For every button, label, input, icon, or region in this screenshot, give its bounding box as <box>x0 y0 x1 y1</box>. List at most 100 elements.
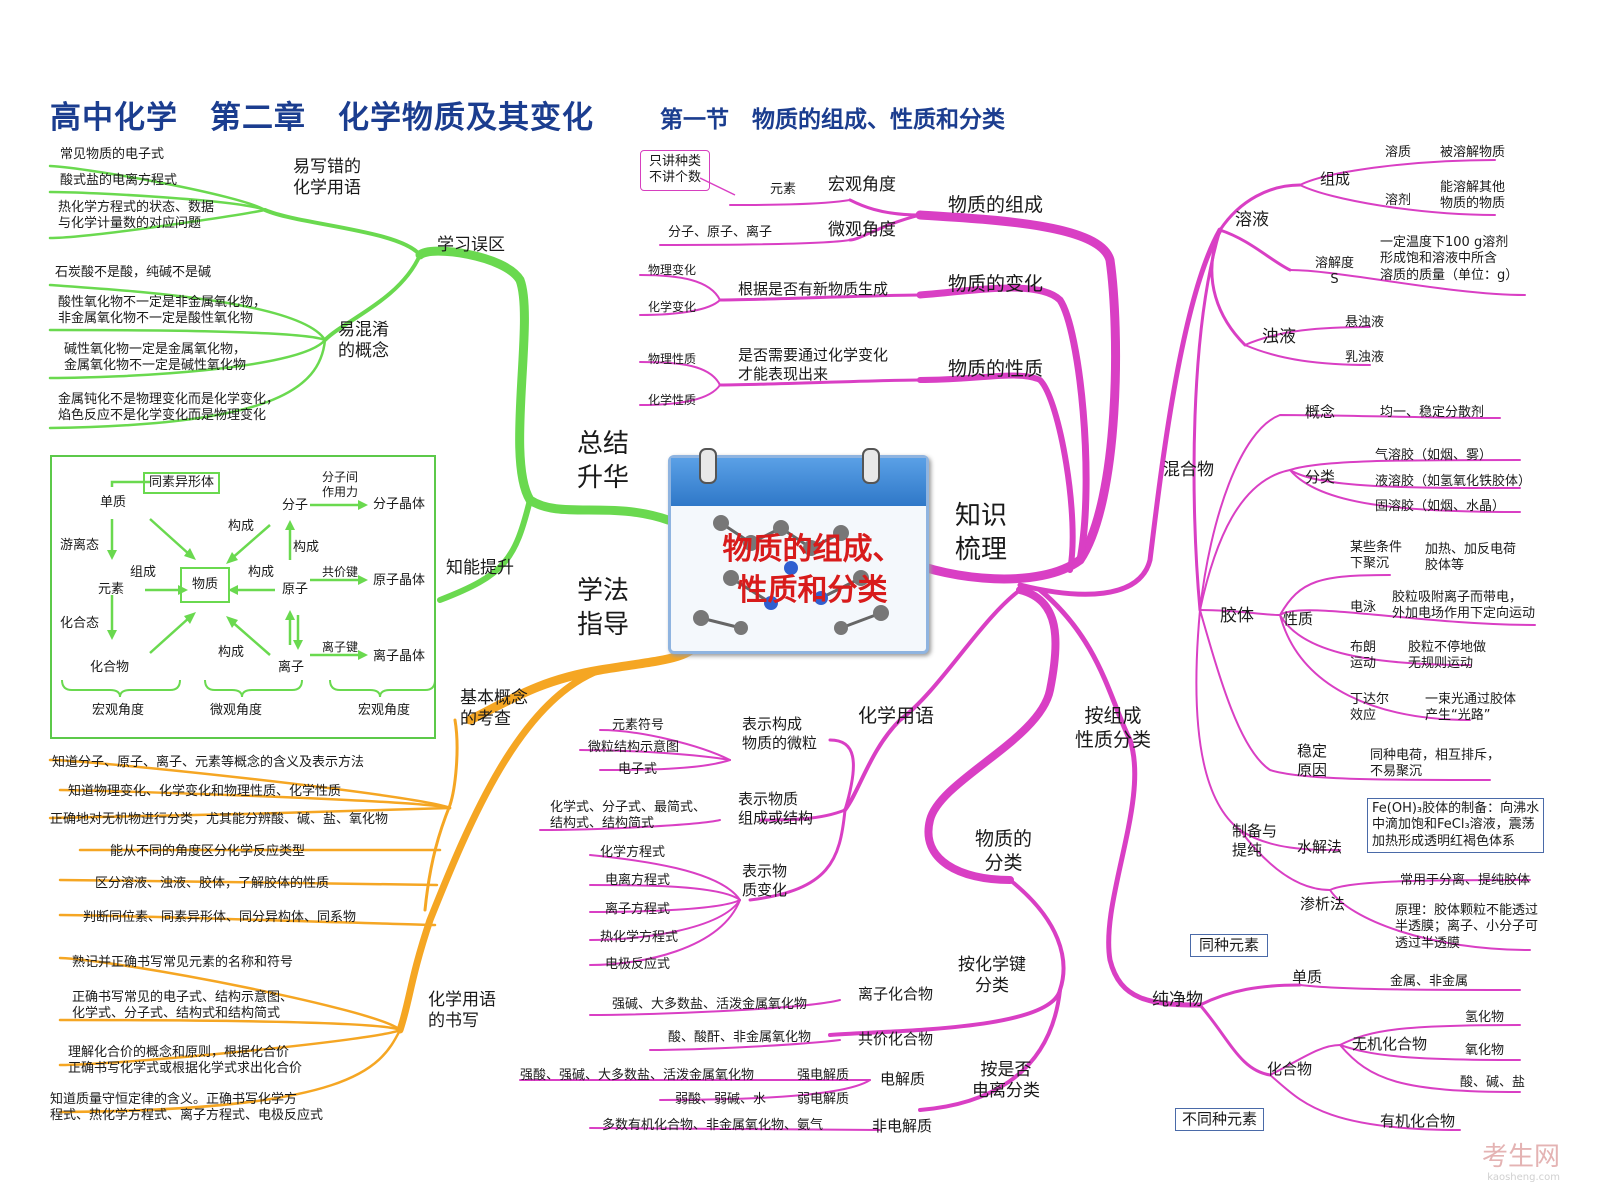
center-title-line2: 性质和分类 <box>737 572 888 608</box>
molecule-icon <box>693 515 889 635</box>
node-dianyong: 电泳 <box>1350 600 1377 615</box>
node-zhibei: 制备与 提纯 <box>1232 822 1278 859</box>
center-title: 物质的组成、 性质和分类 <box>690 530 935 611</box>
gongjiahuahewu-desc: 酸、酸酐、非金属氧化物 <box>668 1030 812 1045</box>
branch-zhishi: 知识 梳理 <box>955 501 1008 565</box>
node-yihunxiao: 易混淆 的概念 <box>338 320 389 362</box>
shuxie-item: 正确书写常见的电子式、结构示意图、 化学式、分子式、结构式和结构简式 <box>72 990 294 1022</box>
node-huaxuebianhua: 化学变化 <box>648 300 697 314</box>
diagram-goucheng: 构成 <box>218 645 245 660</box>
node-huaxuexingzhi: 化学性质 <box>648 393 697 407</box>
biahua2-item: 热化学方程式 <box>600 930 679 945</box>
yihunxiao-item: 碱性氧化物一定是金属氧化物， 金属氧化物不一定是碱性氧化物 <box>64 342 247 374</box>
diagram-yuanzi: 原子 <box>282 582 309 597</box>
diagram-lizi: 离子 <box>278 660 305 675</box>
diagram-danzhi: 单质 <box>100 495 127 510</box>
diagram-lizijingti: 离子晶体 <box>373 649 426 664</box>
node-dianjiezhi: 电解质 <box>880 1070 926 1088</box>
node-zuchengr: 组成 <box>1320 170 1351 188</box>
tag-tongzhong: 同种元素 <box>1190 934 1269 957</box>
bulang-desc: 胶粒不停地做 无规则运动 <box>1408 640 1487 672</box>
jiben-item: 正确地对无机物进行分类，尤其能分辨酸、碱、盐、氧化物 <box>50 812 389 827</box>
node-zucheng2: 表示物质 组成或结构 <box>738 790 814 827</box>
yixiecuo-item: 常见物质的电子式 <box>60 147 165 162</box>
center-title-line1: 物质的组成、 <box>722 532 903 567</box>
node-wuji: 无机化合物 <box>1352 1035 1428 1053</box>
jiben-item: 知道分子、原子、离子、元素等概念的含义及表示方法 <box>52 755 365 770</box>
node-ruzhuo: 乳浊液 <box>1345 350 1385 365</box>
jiben-item: 区分溶液、浊液、胶体，了解胶体的性质 <box>95 876 330 891</box>
diagram-fenzi: 分子 <box>282 498 309 513</box>
diagram-tongsu: 同素异形体 <box>143 472 221 495</box>
jiben-item: 知道物理变化、化学变化和物理性质、化学性质 <box>68 784 342 799</box>
node-hunhewu: 混合物 <box>1163 460 1214 480</box>
node-hongguan: 宏观角度 <box>828 175 896 195</box>
node-fenzi: 分子、原子、离子 <box>668 225 773 240</box>
node-rongjiedu: 溶解度 S <box>1315 256 1355 288</box>
wuji-item: 氧化物 <box>1465 1043 1505 1058</box>
wending-desc: 同种电荷，相互排斥， 不易聚沉 <box>1370 748 1501 780</box>
node-xingzhi: 物质的性质 <box>948 358 1044 380</box>
watermark-logo: 考生网 <box>1481 1142 1560 1172</box>
node-huahewu: 化合物 <box>1267 1060 1313 1078</box>
diagram-goucheng: 构成 <box>248 565 275 580</box>
callout-zhijiang: 只讲种类 不讲个数 <box>640 150 711 191</box>
node-weiguan: 微观角度 <box>828 220 896 240</box>
diagram-lizijian: 离子键 <box>322 640 359 654</box>
node-bulang: 布朗 运动 <box>1350 640 1377 672</box>
diagram-zucheng: 组成 <box>130 565 157 580</box>
node-shuxie: 化学用语 的书写 <box>428 990 496 1032</box>
node-xingzhi-q: 是否需要通过化学变化 才能表现出来 <box>738 346 889 383</box>
node-ruo: 弱电解质 <box>797 1092 850 1107</box>
node-shuijie: 水解法 <box>1297 838 1343 856</box>
yihunxiao-item: 酸性氧化物不一定是非金属氧化物， 非金属氧化物不一定是酸性氧化物 <box>58 295 267 327</box>
rongzhi-desc: 被溶解物质 <box>1440 145 1506 160</box>
branch-xuefa: 学法 指导 <box>577 576 630 640</box>
node-yuansu: 元素 <box>770 182 797 197</box>
calendar-ring-right <box>862 448 880 484</box>
weili-item: 微粒结构示意图 <box>588 740 680 755</box>
node-rongji: 溶剂 <box>1385 193 1412 208</box>
diagram-huahewu: 化合物 <box>90 660 130 675</box>
danzhi-desc: 金属、非金属 <box>1390 974 1469 989</box>
fei-desc: 多数有机化合物、非金属氧化物、氨气 <box>602 1118 824 1133</box>
shenxi-desc1: 常用于分离、提纯胶体 <box>1400 873 1531 888</box>
diagram-hongguan: 宏观角度 <box>358 703 411 718</box>
biahua2-item: 电离方程式 <box>605 873 671 888</box>
tag-butong: 不同种元素 <box>1175 1108 1265 1131</box>
node-wulixingzhi: 物理性质 <box>648 352 697 366</box>
node-yixiecuo: 易写错的 化学用语 <box>293 157 361 199</box>
node-rongzhi: 溶质 <box>1385 145 1412 160</box>
ruo-desc: 弱酸、弱碱、水 <box>675 1092 767 1107</box>
node-danzhi: 单质 <box>1292 968 1323 986</box>
biahua2-item: 电极反应式 <box>605 957 671 972</box>
center-card <box>668 448 929 654</box>
node-lizihuahewu: 离子化合物 <box>858 985 934 1003</box>
node-dianli: 按是否 电离分类 <box>972 1060 1040 1102</box>
node-biahua2: 表示物 质变化 <box>742 862 788 899</box>
node-xuexi-wuqu: 学习误区 <box>437 235 505 255</box>
weili-item: 电子式 <box>618 762 658 777</box>
diagram-hongguan: 宏观角度 <box>92 703 145 718</box>
fenleij-item: 液溶胶（如氢氧化铁胶体） <box>1375 474 1532 489</box>
juchen-desc: 加热、加反电荷 胶体等 <box>1425 542 1517 574</box>
shenxi-desc2: 原理：胶体颗粒不能透过 半透膜；离子、小分子可 透过半透膜 <box>1395 903 1539 951</box>
node-shenxi: 渗析法 <box>1300 895 1346 913</box>
node-zhuoye: 浊液 <box>1262 327 1296 347</box>
fenleij-item: 气溶胶（如烟、雾） <box>1375 448 1493 463</box>
dindaer-desc: 一束光通过胶体 产生“光路” <box>1425 692 1517 724</box>
yixiecuo-item: 酸式盐的电离方程式 <box>60 173 178 188</box>
node-fenleij: 分类 <box>1305 468 1336 486</box>
node-zhineng: 知能提升 <box>446 558 514 578</box>
diagram-yuanzijingti: 原子晶体 <box>373 573 426 588</box>
zucheng2-items: 化学式、分子式、最简式、 结构式、结构简式 <box>550 800 707 832</box>
qiang-desc: 强酸、强碱、大多数盐、活泼金属氧化物 <box>520 1068 755 1083</box>
biahua2-item: 化学方程式 <box>600 845 666 860</box>
shuxie-item: 熟记并正确书写常见元素的名称和符号 <box>72 955 294 970</box>
yihunxiao-item: 金属钝化不是物理变化而是化学变化， 焰色反应不是化学变化而是物理变化 <box>58 392 280 424</box>
diagram-yuansu: 元素 <box>98 582 125 597</box>
node-fenlei: 物质的 分类 <box>975 828 1033 874</box>
node-xingzhij: 性质 <box>1283 610 1314 628</box>
node-fei: 非电解质 <box>872 1117 933 1135</box>
diagram-fenzijian: 分子间 作用力 <box>322 470 359 499</box>
